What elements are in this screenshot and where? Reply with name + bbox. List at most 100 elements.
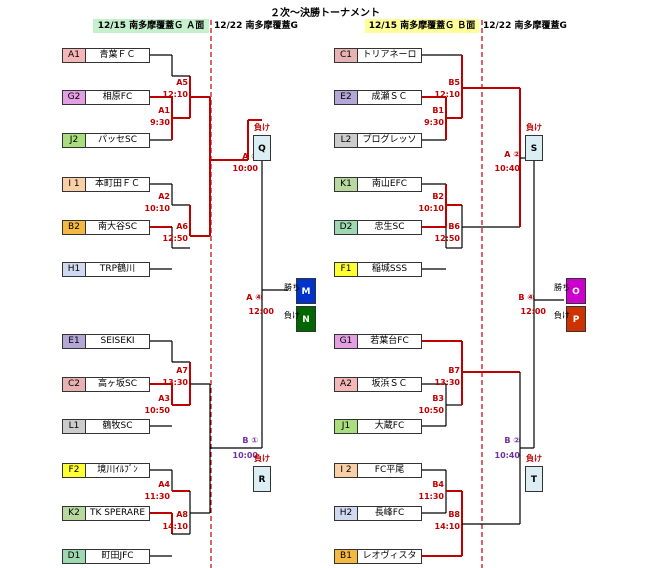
team-entry: F2 境川ｲﾙﾌﾞﾝ xyxy=(62,463,150,478)
page-title: ２次～決勝トーナメント xyxy=(270,8,380,19)
match-time: 14:10 xyxy=(162,522,188,531)
team-code: E2 xyxy=(335,91,358,104)
bracket-box-q: Q xyxy=(253,135,271,161)
team-entry: A2 坂浜ＳＣ xyxy=(334,377,422,392)
semi-time: 10:00 xyxy=(232,451,258,460)
win-label: 勝ち xyxy=(554,283,570,292)
final-code: B ④ xyxy=(518,293,534,302)
team-name: 南山EFC xyxy=(371,179,408,189)
match-time: 12:50 xyxy=(162,234,188,243)
final-box-o: O xyxy=(566,278,586,304)
match-code: A1 xyxy=(158,106,170,115)
match-code: A3 xyxy=(158,394,170,403)
match-code: B2 xyxy=(432,192,444,201)
team-code: F2 xyxy=(63,464,86,477)
semi-time: 10:40 xyxy=(494,164,520,173)
team-code: A2 xyxy=(335,378,358,391)
match-time: 9:30 xyxy=(150,118,170,127)
lose-label: 負け xyxy=(526,123,542,132)
team-code: G1 xyxy=(335,335,358,348)
team-name: 本町田ＦＣ xyxy=(94,179,140,189)
team-name: 境川ｲﾙﾌﾞﾝ xyxy=(97,465,138,475)
team-entry: L1 鶴牧SC xyxy=(62,419,150,434)
match-code: A2 xyxy=(158,192,170,201)
match-time: 12:10 xyxy=(162,90,188,99)
team-code: H1 xyxy=(63,263,86,276)
team-entry: D1 町田JFC xyxy=(62,549,150,564)
team-name: TK SPERARE xyxy=(89,508,146,518)
match-time: 13:30 xyxy=(434,378,460,387)
final-time: 12:00 xyxy=(248,307,274,316)
match-time: 9:30 xyxy=(424,118,444,127)
semi-code: A ① xyxy=(242,152,258,161)
team-code: J2 xyxy=(63,134,86,147)
final-time: 12:00 xyxy=(520,307,546,316)
team-name: 南大谷SC xyxy=(98,222,137,232)
team-name: SEISEKI xyxy=(100,336,135,346)
team-code: B2 xyxy=(63,221,86,234)
team-code: F1 xyxy=(335,263,358,276)
team-code: I 2 xyxy=(335,464,358,477)
team-name: FC平尾 xyxy=(374,465,405,475)
bracket-box-r: R xyxy=(253,466,271,492)
match-code: A4 xyxy=(158,480,170,489)
team-name: 長峰FC xyxy=(374,508,405,518)
left-final-header: 12/22 南多摩覆蓋G xyxy=(214,21,298,31)
semi-code: B ② xyxy=(504,436,520,445)
left-venue-header: 12/15 南多摩覆蓋Ｇ Ａ面 xyxy=(93,19,209,33)
bracket-box-s: S xyxy=(525,135,543,161)
match-time: 12:50 xyxy=(434,234,460,243)
team-entry: E1 SEISEKI xyxy=(62,334,150,349)
team-name: 大蔵FC xyxy=(374,421,405,431)
team-name: 坂浜ＳＣ xyxy=(371,379,408,389)
lose-label: 負け xyxy=(554,311,570,320)
team-code: L1 xyxy=(63,420,86,433)
team-name: 鶴牧SC xyxy=(102,421,133,431)
match-code: B4 xyxy=(432,480,444,489)
team-entry: J2 パッセSC xyxy=(62,133,150,148)
match-time: 14:10 xyxy=(434,522,460,531)
team-name: パッセSC xyxy=(98,135,137,145)
team-name: 高ヶ坂SC xyxy=(98,379,137,389)
final-box-m: M xyxy=(296,278,316,304)
lose-label: 負け xyxy=(254,454,270,463)
semi-code: A ② xyxy=(504,150,520,159)
team-name: 若葉台FC xyxy=(370,336,409,346)
match-time: 10:10 xyxy=(144,204,170,213)
match-code: A7 xyxy=(176,366,188,375)
match-code: B3 xyxy=(432,394,444,403)
semi-time: 10:40 xyxy=(494,451,520,460)
match-time: 10:50 xyxy=(144,406,170,415)
right-final-header: 12/22 南多摩覆蓋G xyxy=(483,21,567,31)
final-box-p: P xyxy=(566,306,586,332)
final-code: A ④ xyxy=(246,293,262,302)
team-name: TRP鶴川 xyxy=(99,264,136,274)
team-name: 町田JFC xyxy=(101,551,134,561)
team-code: E1 xyxy=(63,335,86,348)
team-code: K2 xyxy=(63,507,86,520)
match-code: B1 xyxy=(432,106,444,115)
team-code: B1 xyxy=(335,550,358,563)
match-code: A5 xyxy=(176,78,188,87)
team-name: 青葉ＦＣ xyxy=(99,50,136,60)
team-entry: I 2 FC平尾 xyxy=(334,463,422,478)
semi-time: 10:00 xyxy=(232,164,258,173)
team-code: A1 xyxy=(63,49,86,62)
match-code: A8 xyxy=(176,510,188,519)
right-venue-header: 12/15 南多摩覆蓋Ｇ Ｂ面 xyxy=(365,19,479,33)
team-entry: B2 南大谷SC xyxy=(62,220,150,235)
team-code: D1 xyxy=(63,550,86,563)
